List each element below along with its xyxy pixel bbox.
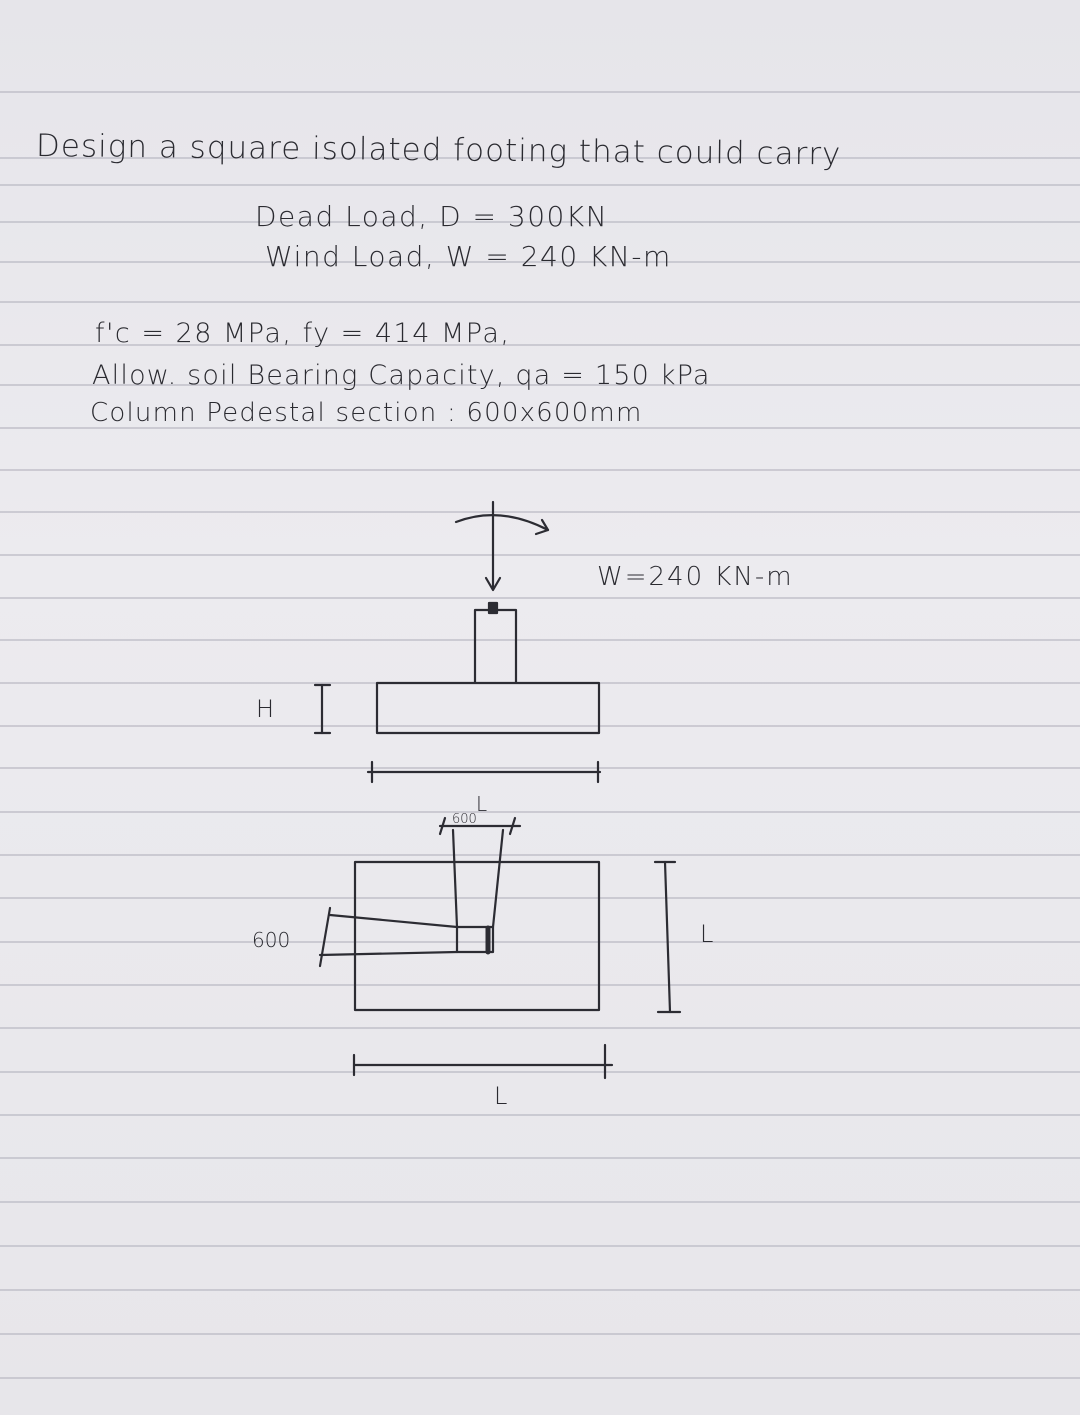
column-width-dimension-top xyxy=(438,816,522,836)
column-elevation xyxy=(473,601,518,684)
length-dimension-side xyxy=(653,860,682,1014)
dead-load-line: Dead Load, D = 300KN xyxy=(255,200,609,233)
soil-bearing-line: Allow. soil Bearing Capacity, qa = 150 k… xyxy=(92,360,711,391)
pedestal-section-line: Column Pedestal section : 600x600mm xyxy=(90,398,643,428)
material-strength-line: f'c = 28 MPa, fy = 414 MPa, xyxy=(95,318,511,349)
column-width-dimension-side xyxy=(318,906,459,968)
wind-load-line: Wind Load, W = 240 KN-m xyxy=(265,240,672,273)
column-width-label-top: 600 xyxy=(452,812,477,827)
length-dimension-bottom xyxy=(352,1043,614,1080)
height-dimension xyxy=(313,683,332,735)
length-label-elevation: L xyxy=(476,792,488,816)
column-plan xyxy=(455,925,495,954)
moment-arc xyxy=(454,514,550,536)
footing-plan xyxy=(353,860,601,1012)
load-arrow xyxy=(484,500,502,592)
length-label-bottom: L xyxy=(494,1082,508,1110)
height-label: H xyxy=(256,695,275,723)
moment-label: W=240 KN-m xyxy=(597,562,794,592)
footing-elevation xyxy=(375,681,601,735)
length-dimension-elevation xyxy=(366,760,602,784)
column-width-label-side: 600 xyxy=(252,928,291,952)
length-label-side: L xyxy=(700,920,714,948)
